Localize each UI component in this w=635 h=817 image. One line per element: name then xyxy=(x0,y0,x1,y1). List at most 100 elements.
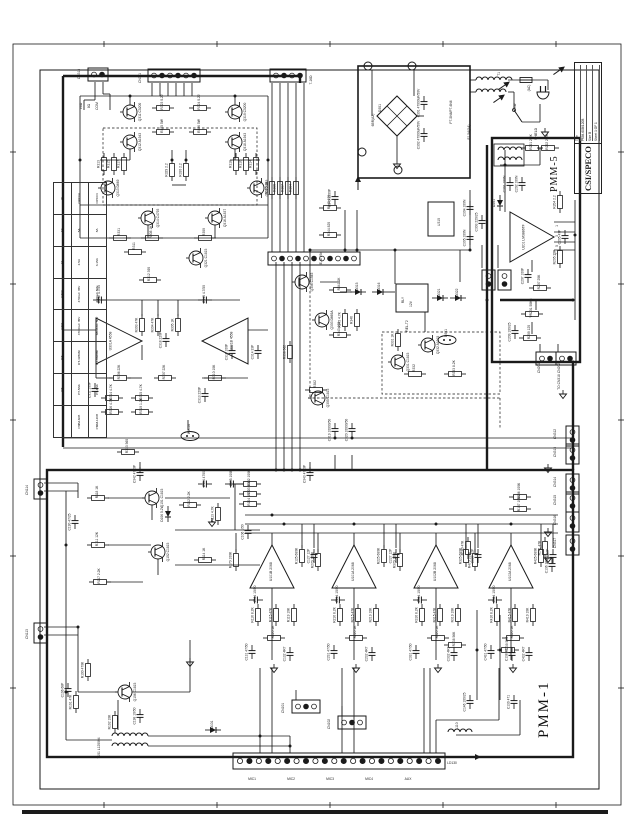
resistor xyxy=(243,481,257,487)
terminal-pin xyxy=(368,758,375,765)
resistor xyxy=(355,608,361,622)
ref-label: R325 5W xyxy=(160,118,164,133)
junction-dot xyxy=(274,468,278,472)
ref-label: R120 1K xyxy=(271,625,275,639)
ref-label: C205 47P xyxy=(558,229,562,244)
resistor xyxy=(373,608,379,622)
ground-symbol xyxy=(543,531,553,538)
resistor xyxy=(557,250,563,264)
inner-frame xyxy=(39,69,600,790)
ref-label: Q313 D669 xyxy=(116,179,120,196)
ref-label: R216 8.2K xyxy=(333,606,337,622)
wire xyxy=(394,356,403,361)
ref-label: C136 100P xyxy=(545,556,549,573)
wire xyxy=(231,136,240,141)
ref-label: C431 47/50 xyxy=(484,643,488,660)
wire xyxy=(148,499,157,504)
junction-dot xyxy=(498,648,502,652)
ref-label: C131 47/50 xyxy=(245,643,249,660)
resistor xyxy=(193,105,207,111)
resistor xyxy=(315,553,321,567)
resistor xyxy=(145,235,159,241)
terminal-pin xyxy=(406,758,413,765)
ref-label: C198 10/50 xyxy=(133,707,137,724)
resistor xyxy=(342,313,348,327)
ref-label: R470 100K xyxy=(468,551,472,568)
ref-label: R170 100K xyxy=(229,551,233,568)
ref-label: R141 47K xyxy=(538,540,542,555)
junction-dot xyxy=(503,163,507,167)
inductor-coil xyxy=(497,156,523,161)
resistor xyxy=(175,318,181,332)
ref-label: C114 10/50 xyxy=(253,585,257,602)
ref-label: C340 2200P xyxy=(328,188,332,207)
ref-label: R370 100K xyxy=(393,551,397,568)
dashed-boundary xyxy=(381,331,501,395)
connector-pin xyxy=(99,71,105,78)
resistor xyxy=(93,579,107,585)
ground-symbol xyxy=(543,467,553,474)
ref-label: Q332 A1015 xyxy=(436,336,440,354)
ref-label: CN113 xyxy=(25,629,29,639)
transistor xyxy=(207,210,223,226)
ref-label: R333 560 xyxy=(125,439,129,453)
transistor xyxy=(420,337,436,353)
opamp-label: U201 LM3886TF xyxy=(522,224,526,249)
ref-label: R112 2.2K xyxy=(187,491,191,507)
ref-label: Q312 A1943 xyxy=(138,133,142,151)
ref-label: C214 10/50 xyxy=(335,585,339,602)
resistor xyxy=(381,549,387,563)
wire xyxy=(126,143,135,148)
variant-cell: PT-5N6 xyxy=(71,373,89,406)
variant-cell: 68000uF 50V xyxy=(88,310,107,342)
ref-label: LD130 xyxy=(447,761,457,765)
inductor-coil xyxy=(111,742,149,747)
ref-label: R317 xyxy=(117,160,121,168)
connector xyxy=(481,269,496,291)
resistor xyxy=(506,635,520,641)
ref-label: R323 0.22 xyxy=(160,94,164,109)
ref-label: 7 xyxy=(555,253,559,255)
variant-cell: PMM-60B xyxy=(71,405,89,438)
junction-dot xyxy=(233,94,237,98)
variant-cell: 8A xyxy=(88,214,107,247)
connector-pin xyxy=(175,72,181,79)
ref-label: D201 xyxy=(492,199,496,207)
trimmer-dot xyxy=(449,339,451,341)
ref-label: R331 xyxy=(117,228,121,236)
ground-symbol xyxy=(558,393,568,400)
ref-label: R310 10K xyxy=(212,364,216,379)
connector-pin xyxy=(343,255,349,262)
ref-label: C319 10000/50 xyxy=(328,419,332,442)
ref-label: C202 100N xyxy=(515,175,519,192)
ref-label: D301 xyxy=(378,104,382,112)
ref-label: R304 47K xyxy=(151,317,155,332)
ref-label: R209 120 xyxy=(527,325,531,339)
ref-label: Q331 C1815 xyxy=(406,352,410,371)
board-label-pmm5: PMM-5 xyxy=(549,155,560,192)
diode xyxy=(377,289,383,295)
wire xyxy=(231,113,240,118)
resistor xyxy=(525,311,539,317)
ref-label: R311 xyxy=(132,242,136,250)
connector xyxy=(33,478,48,500)
resistor xyxy=(513,494,527,500)
ref-label: R416 8.2K xyxy=(490,606,494,622)
inductor-coil xyxy=(111,732,149,737)
resistor xyxy=(431,635,445,641)
wire xyxy=(314,392,323,397)
wire xyxy=(104,189,113,194)
ref-label: D321 xyxy=(437,288,441,296)
wire xyxy=(192,259,201,264)
ref-label: R415 47K xyxy=(508,607,512,622)
ref-label: Q316 A1837 xyxy=(223,209,227,227)
resistor xyxy=(448,642,462,648)
junction-dot xyxy=(333,436,337,440)
resistor xyxy=(105,409,119,415)
block-outline xyxy=(395,283,429,313)
outer-border xyxy=(12,43,622,806)
resistor xyxy=(269,181,275,195)
ref-label: R318 xyxy=(229,160,233,168)
ref-label: 5 xyxy=(555,245,559,247)
ref-label: C227 12P xyxy=(389,548,393,563)
